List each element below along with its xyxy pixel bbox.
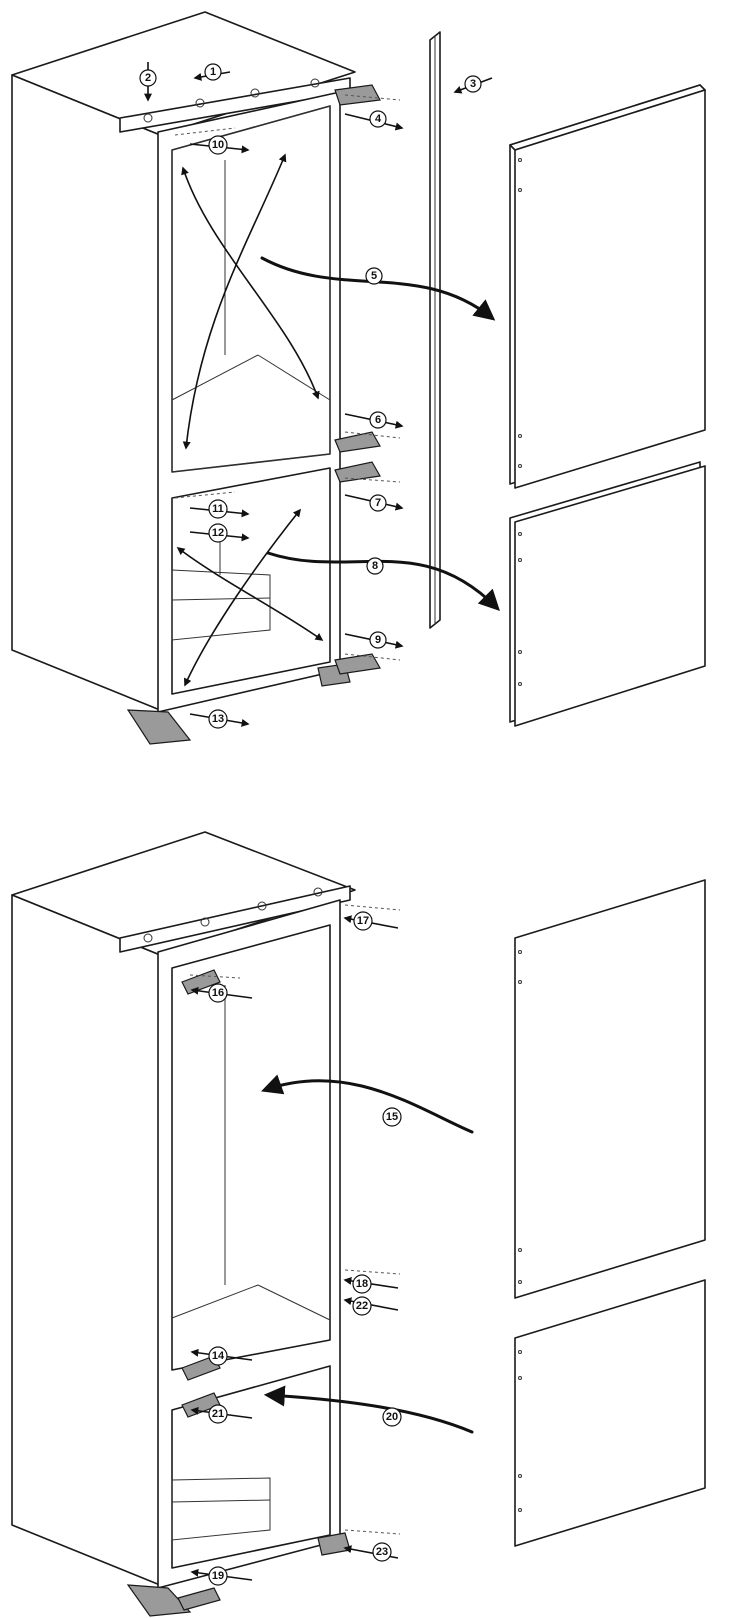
lower-door-panel-2 xyxy=(514,1279,706,1547)
callout-4-label: 4 xyxy=(375,113,382,125)
upper-door-panel xyxy=(509,84,706,489)
callout-20-label: 20 xyxy=(386,1411,398,1423)
callout-4: 4 xyxy=(369,110,387,128)
callout-10: 10 xyxy=(208,135,228,155)
callout-21: 21 xyxy=(208,1404,228,1424)
callout-14-label: 14 xyxy=(212,1350,225,1362)
callout-1: 1 xyxy=(204,63,222,81)
callout-18-label: 18 xyxy=(356,1278,368,1290)
upper-door-panel-2 xyxy=(514,879,706,1299)
callout-16: 16 xyxy=(208,983,228,1003)
callout-8-label: 8 xyxy=(372,560,378,572)
callout-8: 8 xyxy=(366,557,384,575)
callout-20: 20 xyxy=(382,1407,402,1427)
step2-assembly xyxy=(11,831,706,1617)
callout-6-label: 6 xyxy=(375,414,381,426)
step1-assembly xyxy=(11,11,706,745)
callout-21-label: 21 xyxy=(212,1408,224,1420)
callout-17-label: 17 xyxy=(357,915,369,927)
callout-16-label: 16 xyxy=(212,987,224,999)
callout-13-label: 13 xyxy=(212,713,224,725)
fridge-cabinet-top xyxy=(11,11,381,745)
callout-7: 7 xyxy=(369,494,387,512)
callout-22-label: 22 xyxy=(356,1300,368,1312)
callout-5-label: 5 xyxy=(371,270,377,282)
callout-15: 15 xyxy=(382,1107,402,1127)
callout-15-label: 15 xyxy=(386,1111,398,1123)
callout-6: 6 xyxy=(369,411,387,429)
callout-19: 19 xyxy=(208,1566,228,1586)
callout-11: 11 xyxy=(208,499,228,519)
callout-2-label: 2 xyxy=(145,72,151,84)
callout-2: 2 xyxy=(139,69,157,87)
callout-9: 9 xyxy=(369,631,387,649)
callout-18: 18 xyxy=(352,1274,372,1294)
fridge-cabinet-bottom xyxy=(11,831,356,1617)
callout-3: 3 xyxy=(464,75,482,93)
callout-22: 22 xyxy=(352,1296,372,1316)
callout-17: 17 xyxy=(353,911,373,931)
callout-12-label: 12 xyxy=(212,527,224,539)
callout-23: 23 xyxy=(372,1542,392,1562)
callout-13: 13 xyxy=(208,709,228,729)
callout-7-label: 7 xyxy=(375,497,381,509)
callout-14: 14 xyxy=(208,1346,228,1366)
callout-5: 5 xyxy=(365,267,383,285)
callout-10-label: 10 xyxy=(212,139,224,151)
callout-1-label: 1 xyxy=(210,66,216,78)
callout-9-label: 9 xyxy=(375,634,381,646)
callout-19-label: 19 xyxy=(212,1570,224,1582)
callout-3-label: 3 xyxy=(470,78,476,90)
callout-23-label: 23 xyxy=(376,1546,388,1558)
lower-door-panel xyxy=(509,461,706,727)
callout-12: 12 xyxy=(208,523,228,543)
callout-11-label: 11 xyxy=(212,503,224,515)
